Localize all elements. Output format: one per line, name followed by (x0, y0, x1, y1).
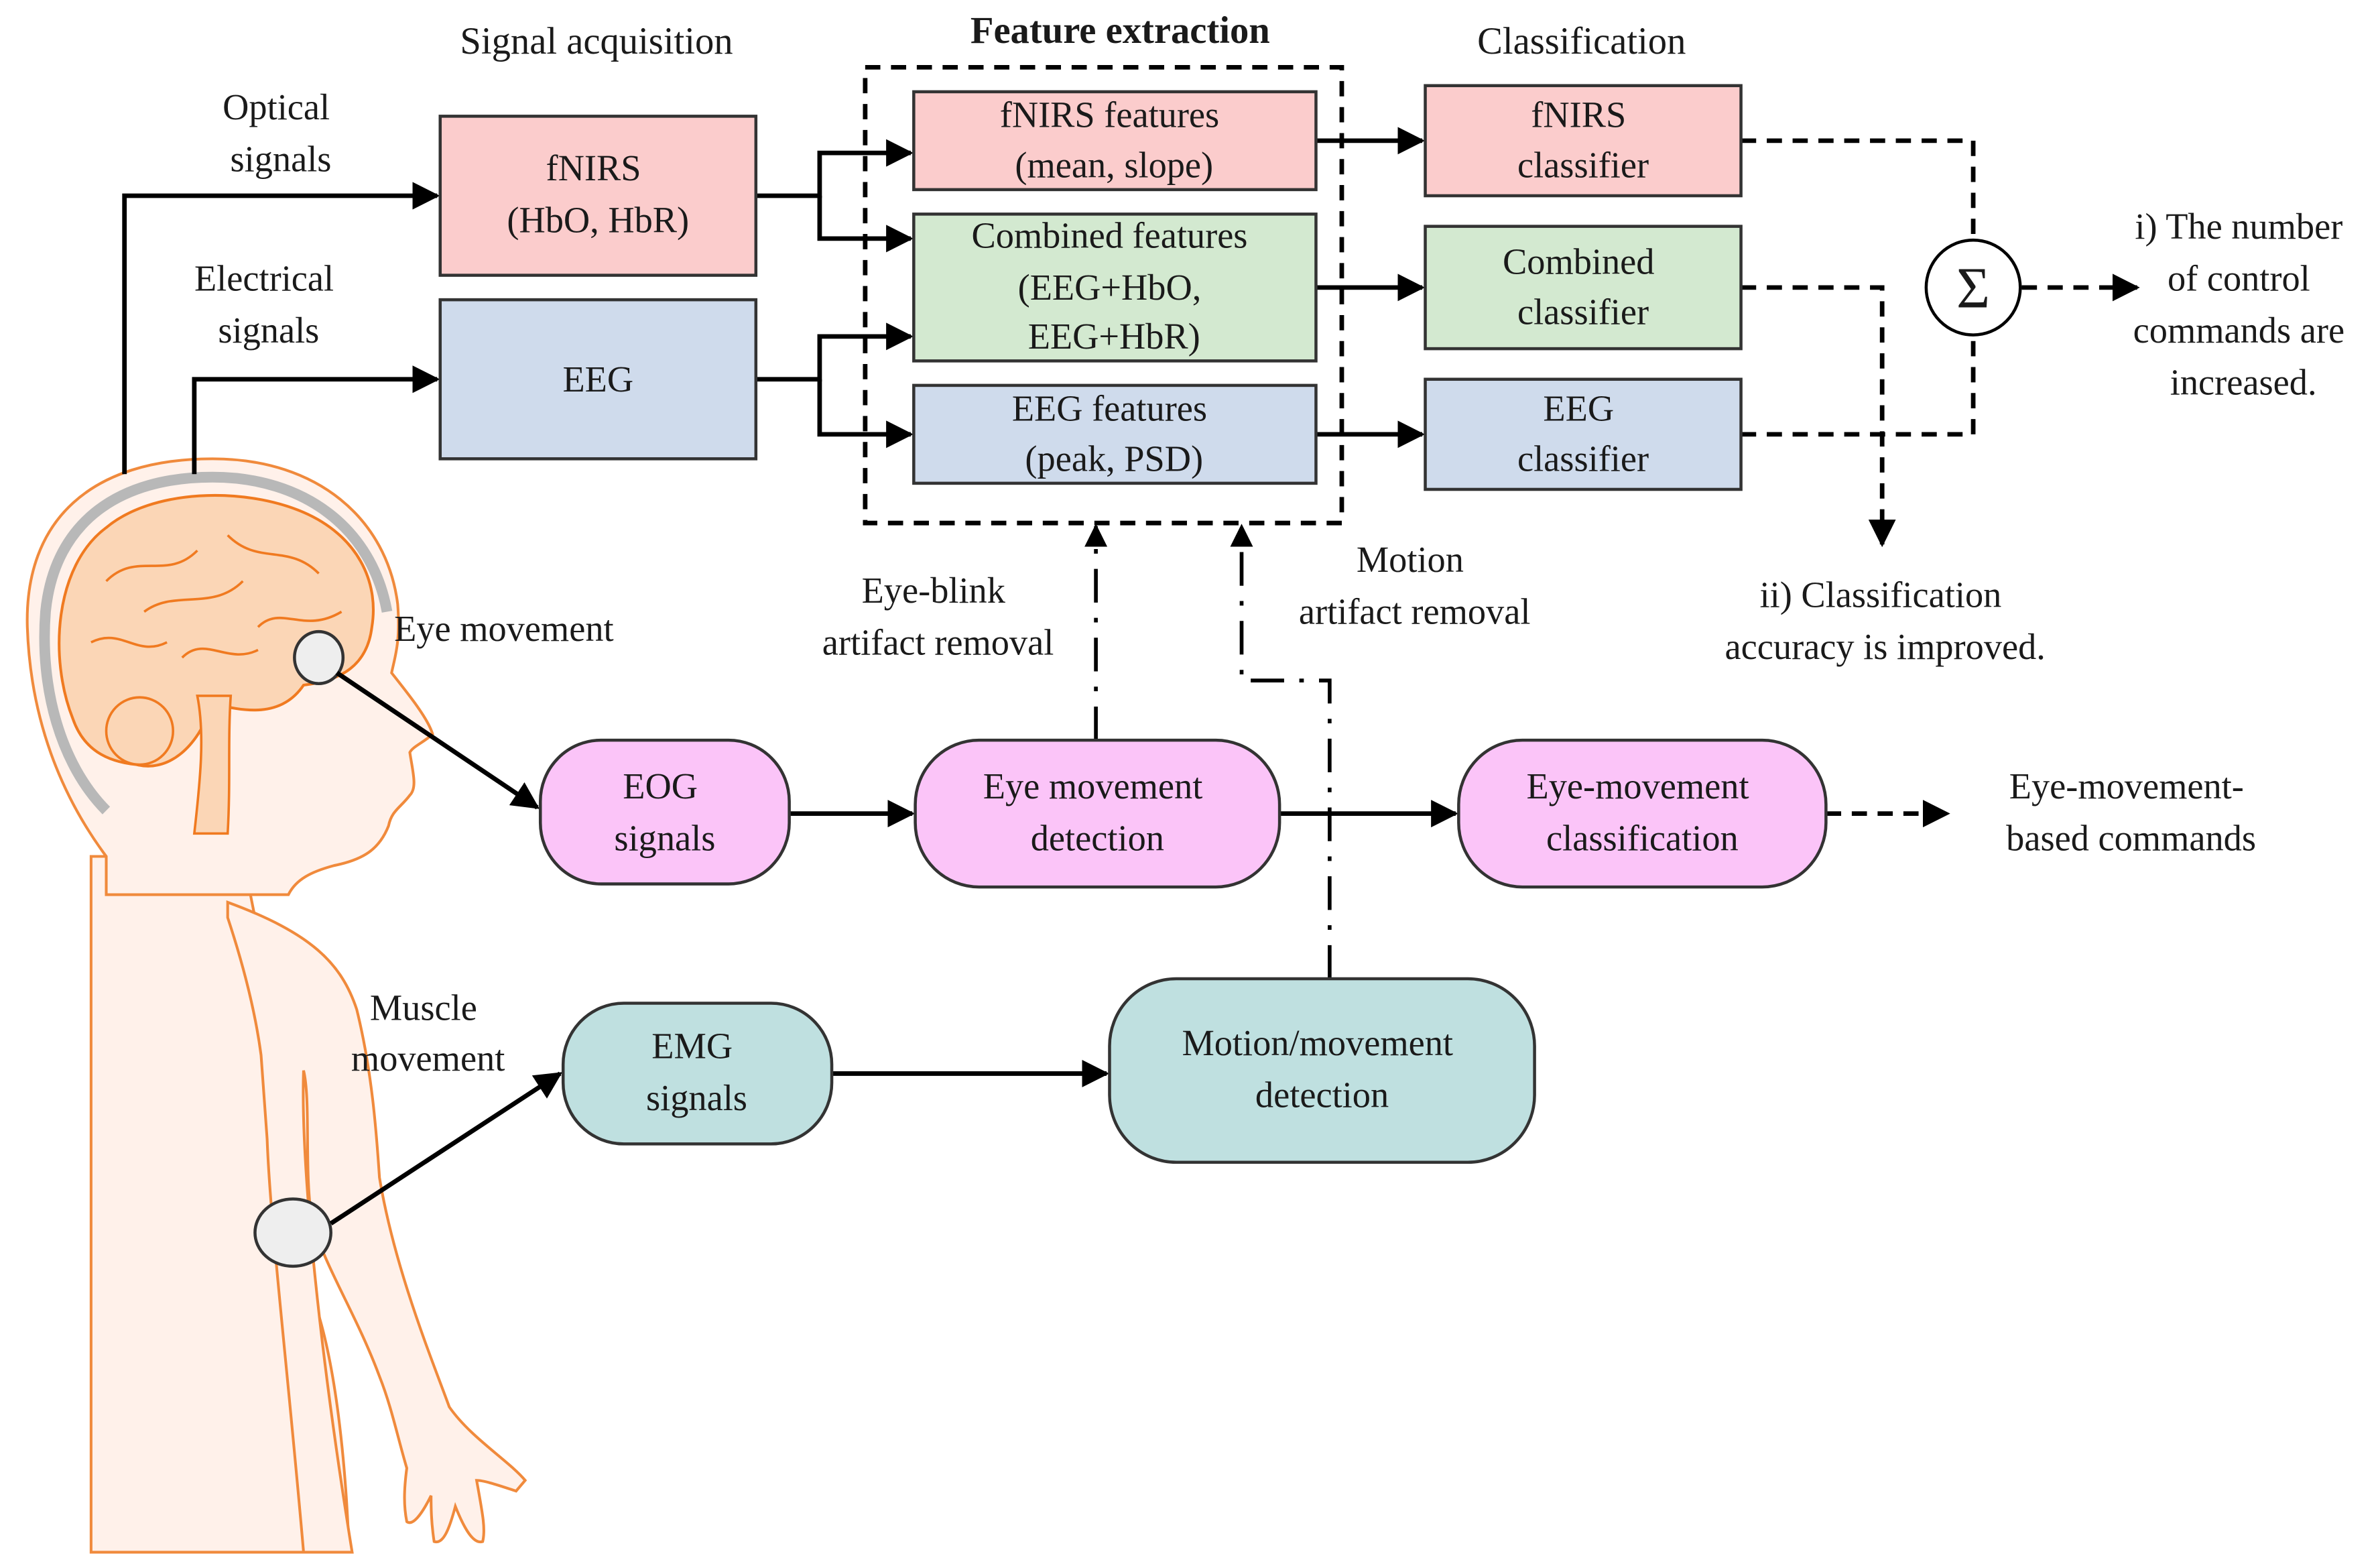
svg-text:Combined features (EEG+H: Combined features (EEG+HbO, EEG+HbR) (971, 215, 1257, 357)
electrical-signal-arrow (192, 365, 440, 475)
arm-sensor-icon (253, 1197, 332, 1268)
heading-classification: Classification (1477, 20, 1686, 62)
svg-text:EEG: EEG (562, 359, 633, 400)
arm-to-emg-arrow (329, 1071, 563, 1225)
motion-artifact-arrow (1230, 524, 1332, 979)
eye-to-eog-arrow (335, 670, 540, 810)
combined-classifier-to-accuracy (1741, 285, 1896, 548)
eeg-classifier-box: EEG classifier (1424, 377, 1743, 491)
svg-text:EEG classifier: EEG classifier (1517, 387, 1649, 479)
svg-text:EMG signals: EMG signals (646, 1025, 747, 1118)
svg-text:fNIRS classifier: fNIRS classifier (1517, 94, 1649, 186)
svg-text:Motion/movement detectio: Motion/movement detection (1182, 1022, 1462, 1116)
arm-shape (226, 900, 527, 1554)
sum-node: Σ (1924, 238, 2022, 337)
fnirs-classifier-box: fNIRS classifier (1424, 84, 1743, 198)
label-eye-movement-commands: Eye-movement- based commands (2006, 766, 2256, 859)
brainstem (192, 695, 233, 835)
outcome-accuracy: ii) Classification accuracy is improved. (1725, 574, 2046, 667)
svg-text:EOG signals: EOG signals (614, 766, 715, 859)
fnirs-to-fnirs-features (755, 139, 914, 198)
eog-signals-box: EOG signals (538, 738, 791, 886)
svg-text:EEG features (peak, PSD): EEG features (peak, PSD) (1012, 387, 1216, 479)
eeg-classifier-to-sum (1741, 336, 1976, 437)
outcome-control-commands: i) The number of control commands are in… (2133, 206, 2354, 403)
fnirs-classifier-to-sum (1741, 138, 1976, 239)
fnirs-features-box: fNIRS features (mean, slope) (912, 90, 1318, 192)
sigma-icon: Σ (1956, 255, 1990, 320)
eeg-features-box: EEG features (peak, PSD) (912, 383, 1318, 485)
svg-text:Combined classifier: Combined classifier (1503, 241, 1664, 333)
motion-movement-detection-box: Motion/movement detection (1108, 977, 1536, 1164)
label-muscle-movement: Muscle movement (351, 987, 505, 1079)
svg-text:Eye-movement classificat: Eye-movement classification (1527, 766, 1759, 859)
connectors (122, 127, 1458, 1225)
acquisition-eeg-box: EEG (438, 298, 758, 461)
eeg-to-eeg-features (817, 379, 914, 448)
skull-outline (39, 471, 393, 815)
svg-text:fNIRS (HbO, HbR): fNIRS (HbO, HbR) (507, 147, 689, 241)
label-electrical-signals: Electrical signals (194, 257, 343, 351)
eye-sensor-icon (293, 629, 345, 685)
label-motion-artifact-removal: Motion artifact removal (1299, 539, 1531, 632)
heading-signal-acquisition: Signal acquisition (460, 20, 733, 62)
human-figure-illustration (25, 457, 527, 1554)
emg-signals-box: EMG signals (561, 1002, 834, 1146)
combined-features-box: Combined features (EEG+HbO, EEG+HbR) (912, 213, 1318, 363)
brain-folds (90, 534, 342, 659)
label-eye-movement: Eye movement (394, 608, 614, 649)
svg-text:fNIRS features (mean, sl: fNIRS features (mean, slope) (1000, 94, 1229, 186)
label-eye-blink-artifact-removal: Eye-blink artifact removal (822, 570, 1054, 663)
eeg-to-combined-features (755, 322, 914, 382)
acquisition-fnirs-box: fNIRS (HbO, HbR) (438, 115, 758, 277)
heading-feature-extraction: Feature extraction (970, 9, 1270, 52)
optical-signal-arrow (122, 182, 440, 475)
svg-text:Eye movement detection: Eye movement detection (983, 766, 1212, 859)
eye-movement-detection-box: Eye movement detection (914, 738, 1281, 889)
dashed-connectors (863, 64, 2140, 979)
cerebellum (105, 696, 174, 766)
fnirs-to-combined-features (817, 196, 914, 253)
combined-classifier-box: Combined classifier (1424, 225, 1743, 351)
label-optical-signals: Optical signals (223, 86, 339, 180)
feature-extraction-group (863, 64, 1344, 526)
eye-movement-classification-box: Eye-movement classification (1457, 738, 1828, 889)
